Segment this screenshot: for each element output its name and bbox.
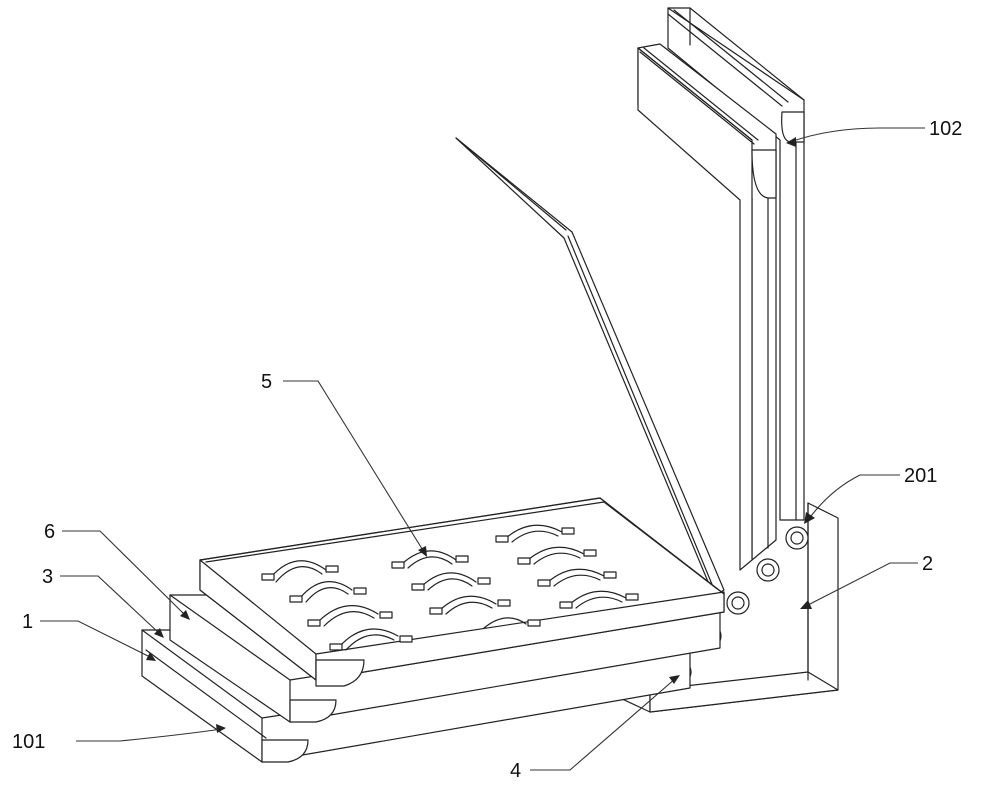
leader-lines bbox=[40, 127, 925, 771]
callout-101: 101 bbox=[12, 731, 45, 753]
front-vertical-panel bbox=[637, 43, 777, 571]
callout-201: 201 bbox=[904, 465, 937, 487]
tray bbox=[199, 497, 725, 687]
rear-vertical-panel bbox=[667, 7, 805, 521]
callout-2: 2 bbox=[922, 553, 933, 575]
callout-6: 6 bbox=[44, 521, 55, 543]
clip-array bbox=[261, 524, 639, 651]
callout-1: 1 bbox=[22, 611, 33, 633]
callout-5: 5 bbox=[261, 371, 272, 393]
callout-4: 4 bbox=[510, 760, 521, 782]
callout-labels: 102 201 2 5 6 3 1 101 4 bbox=[12, 118, 962, 782]
callout-102: 102 bbox=[929, 118, 962, 140]
callout-3: 3 bbox=[42, 566, 53, 588]
